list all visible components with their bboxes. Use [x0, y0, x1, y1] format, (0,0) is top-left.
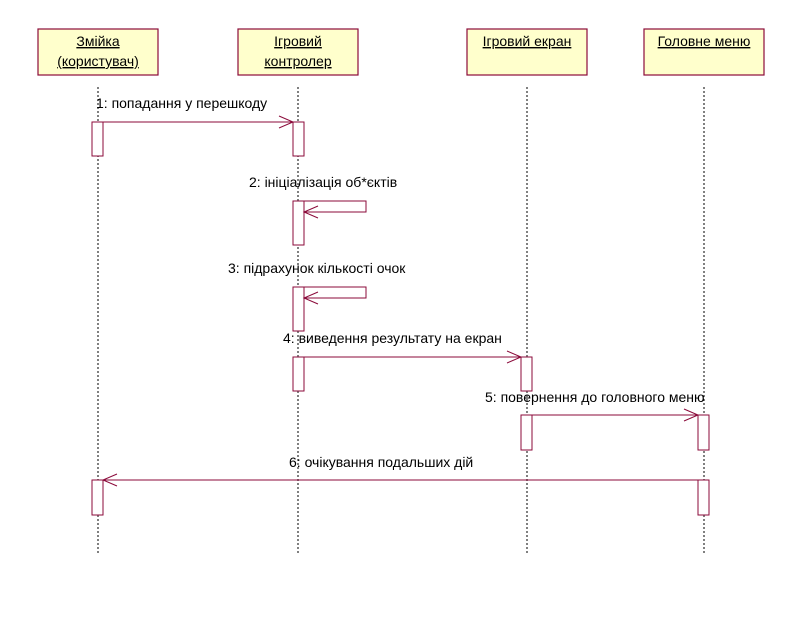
activation-bar	[520, 414, 533, 451]
object-box	[237, 28, 359, 76]
object-game-screen: Ігровий екран	[466, 28, 588, 76]
activation-bar	[697, 414, 710, 451]
message-arrowhead	[302, 291, 319, 305]
activation-bar	[697, 479, 710, 516]
message-line	[304, 200, 367, 213]
message-label: 6: очікування подальших дій	[289, 454, 473, 470]
object-label-line-2: (користувач)	[57, 53, 139, 69]
object-label-line-1: Головне меню	[658, 33, 751, 49]
activation-bar	[520, 356, 533, 392]
activation-bar	[292, 121, 305, 157]
message-label: 5: повернення до головного меню	[485, 389, 705, 405]
message-6: 6: очікування подальших дій	[101, 454, 698, 487]
activation-bar	[91, 479, 104, 516]
object-main-menu: Головне меню	[643, 28, 765, 76]
activation-bar	[292, 286, 305, 332]
message-line	[304, 286, 367, 299]
message-4: 4: виведення результату на екран	[283, 330, 523, 364]
message-2: 2: ініціалізація об*єктів	[249, 174, 397, 219]
message-arrowhead	[278, 115, 295, 129]
object-box	[643, 28, 765, 76]
message-arrowhead	[302, 205, 319, 219]
object-label-line-1: Ігровий екран	[483, 33, 572, 49]
activation-bar	[292, 356, 305, 392]
object-game-controller: Ігровий контролер	[237, 28, 359, 76]
object-box	[466, 28, 588, 76]
object-label-line-2: контролер	[264, 53, 331, 69]
message-1: 1: попадання у перешкоду	[96, 95, 295, 129]
message-label: 1: попадання у перешкоду	[96, 95, 267, 111]
message-arrowhead	[101, 473, 118, 487]
message-arrowhead	[506, 350, 523, 364]
activation-bar	[91, 121, 104, 157]
message-3: 3: підрахунок кількості очок	[228, 260, 406, 305]
message-label: 2: ініціалізація об*єктів	[249, 174, 397, 190]
message-5: 5: повернення до головного меню	[485, 389, 705, 422]
message-label: 4: виведення результату на екран	[283, 330, 502, 346]
object-label-line-1: Змійка	[76, 33, 119, 49]
message-label: 3: підрахунок кількості очок	[228, 260, 406, 276]
message-arrowhead	[683, 408, 700, 422]
object-snake-user: Змійка (користувач)	[37, 28, 159, 76]
activation-bar	[292, 200, 305, 246]
object-label-line-1: Ігровий	[274, 33, 322, 49]
object-box	[37, 28, 159, 76]
